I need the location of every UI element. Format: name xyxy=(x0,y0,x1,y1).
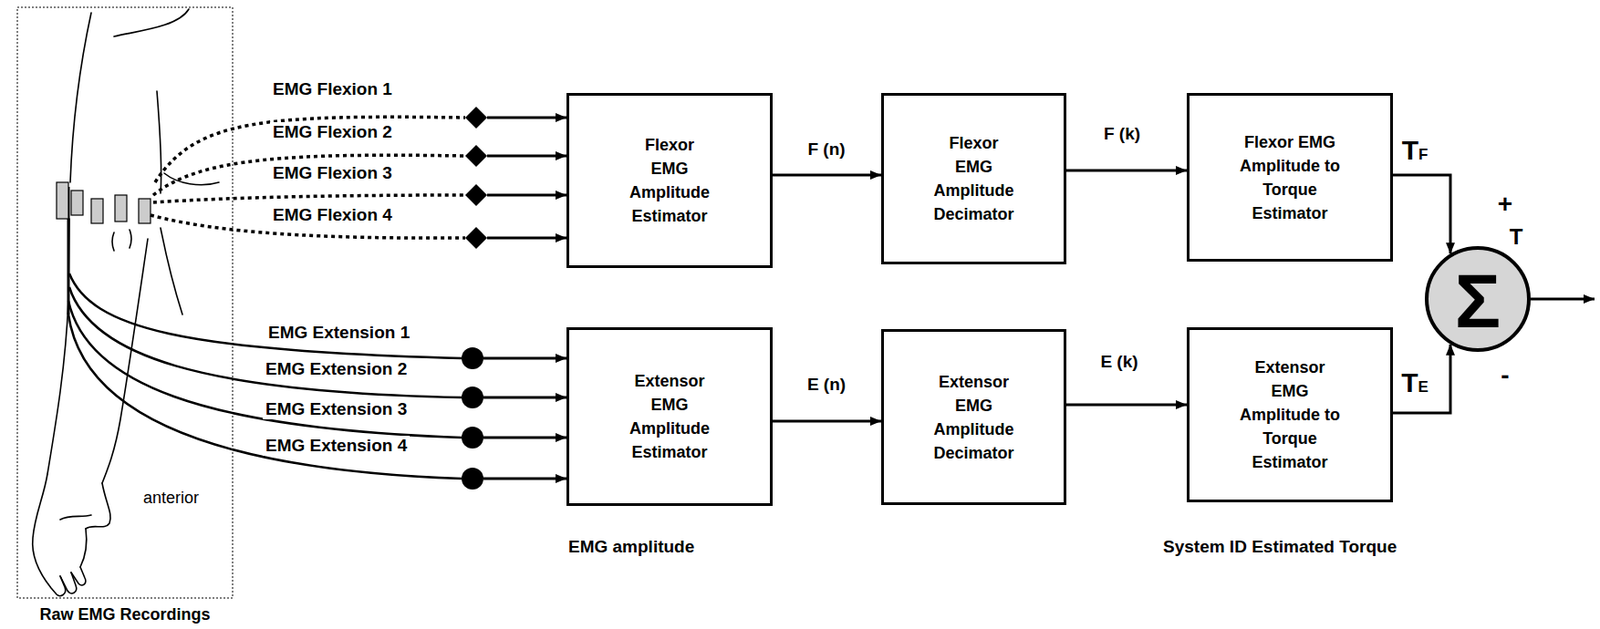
electrode xyxy=(114,195,127,222)
box-label: Extensor EMG Amplitude to Torque Estimat… xyxy=(1236,355,1343,475)
diamond-terminal xyxy=(465,145,488,167)
extension-lead xyxy=(68,301,462,438)
signal-connector xyxy=(1066,404,1187,407)
annotation-label: EMG Flexion 3 xyxy=(270,163,395,184)
electrodes xyxy=(56,182,151,224)
electrode xyxy=(71,190,84,216)
annotation-label: + xyxy=(1497,189,1513,219)
signal-connector xyxy=(1392,344,1451,414)
recording-frame xyxy=(17,7,233,599)
electrode xyxy=(56,182,69,219)
box-label: Flexor EMG Amplitude Estimator xyxy=(629,133,710,229)
extension-leads xyxy=(68,273,462,479)
process-box: Extensor EMG Amplitude Estimator xyxy=(566,327,773,507)
flexion-lead xyxy=(153,155,466,196)
electrode xyxy=(138,198,151,224)
signal-label: E (k) xyxy=(1100,352,1138,373)
box-text-group: Extensor EMG Amplitude Estimator xyxy=(629,369,710,465)
box-text-group: Extensor EMG Amplitude to Torque Estimat… xyxy=(1236,355,1343,475)
sum-symbol: Σ xyxy=(1424,246,1531,353)
diamond-terminal xyxy=(465,106,488,129)
terminal-markers xyxy=(461,106,488,490)
flexion-leads xyxy=(150,116,466,239)
circle-terminal xyxy=(461,347,484,370)
input-arrow xyxy=(487,237,567,240)
signal-label: F (n) xyxy=(807,139,845,160)
arm-contour xyxy=(160,228,183,315)
signal-label: TF xyxy=(1402,135,1429,167)
signal-label: TE xyxy=(1401,367,1429,399)
process-box: Flexor EMG Amplitude Decimator xyxy=(881,93,1067,265)
flexion-lead xyxy=(153,195,466,203)
circle-terminal xyxy=(461,386,484,409)
circle-terminal xyxy=(461,467,484,490)
electrode xyxy=(91,198,104,224)
annotation-label: System ID Estimated Torque xyxy=(1163,537,1397,558)
box-text-group: Flexor EMG Amplitude to Torque Estimator xyxy=(1236,130,1343,226)
annotation-label: Raw EMG Recordings xyxy=(39,605,210,625)
annotation-label: EMG Extension 1 xyxy=(265,322,413,343)
signal-label: F (k) xyxy=(1103,124,1141,145)
annotation-label: EMG Flexion 4 xyxy=(270,205,395,226)
box-label: Extensor EMG Amplitude Estimator xyxy=(629,369,710,465)
input-arrow xyxy=(487,155,567,158)
input-arrow xyxy=(483,436,567,440)
input-arrow xyxy=(487,116,567,120)
box-text-group: Flexor EMG Amplitude Decimator xyxy=(933,131,1014,227)
diamond-terminal xyxy=(465,227,488,250)
input-arrow xyxy=(483,357,567,361)
arm-outline xyxy=(32,9,219,597)
extension-lead xyxy=(69,287,462,398)
process-box: Extensor EMG Amplitude Decimator xyxy=(881,329,1067,506)
signal-connector xyxy=(1392,175,1451,254)
annotation-label: EMG amplitude xyxy=(568,537,695,558)
skin-mark xyxy=(129,229,132,249)
input-arrow xyxy=(483,396,567,400)
signal-connector xyxy=(772,420,882,424)
signal-connector xyxy=(1066,169,1187,173)
extension-lead xyxy=(68,314,462,479)
box-label: Extensor EMG Amplitude Decimator xyxy=(933,370,1014,466)
diamond-terminal xyxy=(465,184,488,207)
skin-mark xyxy=(112,232,115,251)
input-arrow xyxy=(487,194,567,198)
box-label: Flexor EMG Amplitude Decimator xyxy=(933,131,1014,227)
signal-label: E (n) xyxy=(807,374,846,395)
process-box: Flexor EMG Amplitude to Torque Estimator xyxy=(1186,93,1393,262)
box-text-group: Flexor EMG Amplitude Estimator xyxy=(629,133,710,229)
arm-contour xyxy=(47,218,70,475)
annotation-label: EMG Extension 2 xyxy=(262,359,410,380)
box-text-group: Extensor EMG Amplitude Decimator xyxy=(933,370,1014,466)
annotation-label: EMG Extension 3 xyxy=(262,399,410,420)
arm-contour xyxy=(156,91,162,194)
annotation-label: T xyxy=(1509,224,1524,250)
shoulder-contour xyxy=(114,9,189,37)
thumb-contour xyxy=(85,483,111,530)
process-box: Flexor EMG Amplitude Estimator xyxy=(566,93,773,269)
signal-connector xyxy=(772,174,882,177)
arm-contour xyxy=(70,12,92,183)
summing-junction: Σ xyxy=(1424,246,1531,353)
palm-crease xyxy=(60,515,92,520)
output-arrow xyxy=(1530,298,1595,302)
finger-contour xyxy=(71,567,86,586)
input-arrow xyxy=(483,477,567,481)
circle-terminal xyxy=(461,426,484,449)
annotation-label: EMG Extension 4 xyxy=(262,436,410,457)
annotation-label: anterior xyxy=(143,488,199,509)
annotation-label: EMG Flexion 2 xyxy=(270,122,395,143)
extension-lead xyxy=(69,273,462,359)
annotation-label: EMG Flexion 1 xyxy=(270,79,395,100)
hand-contour xyxy=(80,529,87,568)
process-box: Extensor EMG Amplitude to Torque Estimat… xyxy=(1186,327,1393,503)
box-label: Flexor EMG Amplitude to Torque Estimator xyxy=(1236,130,1343,226)
annotation-label: - xyxy=(1500,361,1509,391)
